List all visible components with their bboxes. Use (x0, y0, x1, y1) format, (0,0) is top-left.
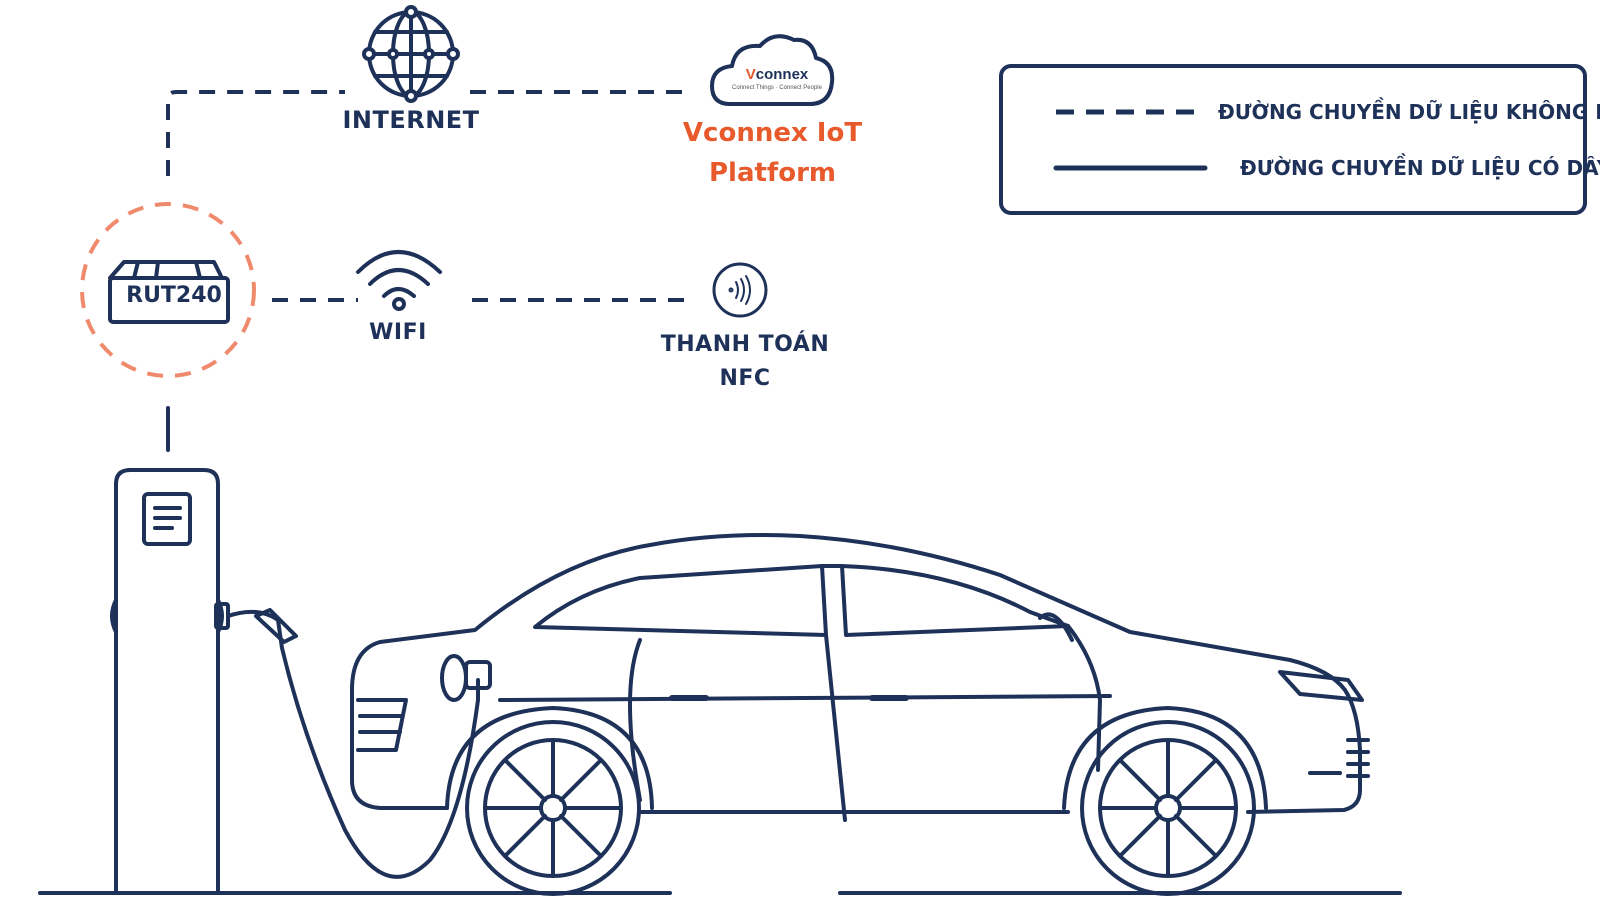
wifi-label: WIFI (369, 320, 427, 345)
globe-icon (362, 5, 460, 103)
wifi-icon (356, 250, 442, 311)
nfc-label-line2: NFC (719, 366, 771, 391)
router-ring (80, 202, 256, 378)
nfc-icon (712, 262, 768, 318)
vconnex-logo: Vconnex (730, 66, 824, 83)
legend-wired-label: ĐƯỜNG CHUYỀN DỮ LIỆU CÓ DÂY (1240, 156, 1600, 180)
car-icon (350, 533, 1370, 896)
vconnex-logo-text: connex (755, 66, 809, 83)
legend (999, 64, 1587, 215)
vconnex-tagline: Connect Things · Connect People (732, 85, 822, 91)
platform-label-line1: Vconnex IoT (682, 118, 863, 148)
cloud-icon (710, 34, 835, 106)
legend-wireless-label: ĐƯỜNG CHUYỀN DỮ LIỆU KHÔNG DÂY (1218, 100, 1600, 124)
vconnex-logo-initial: V (745, 66, 756, 83)
router-label: RUT240 (126, 283, 222, 308)
router-icon (108, 260, 230, 324)
nfc-label-line1: THANH TOÁN (660, 332, 830, 357)
charging-station-icon (110, 468, 480, 895)
internet-label: INTERNET (342, 106, 480, 134)
wireless-links (166, 90, 690, 302)
platform-label-line2: Platform (708, 158, 837, 188)
